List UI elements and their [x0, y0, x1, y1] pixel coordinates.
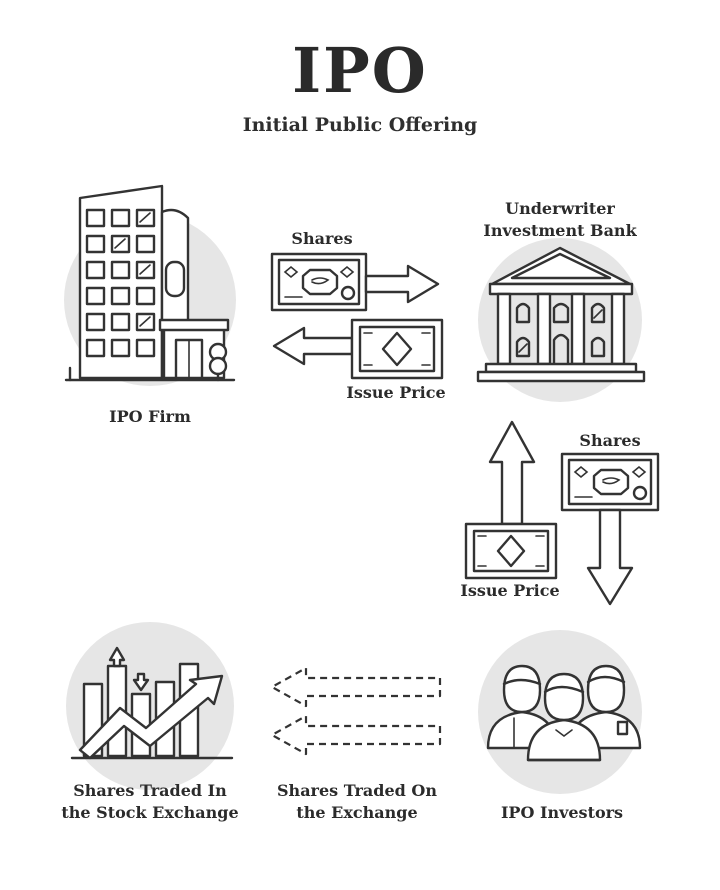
- shares-arrow-down: [586, 508, 634, 606]
- traded-on-label-line2: the Exchange: [296, 803, 418, 822]
- stock-exchange-label-line1: Shares Traded In: [73, 781, 227, 800]
- ipo-investors-people-icon: [478, 630, 642, 794]
- issue-price-arrow-up: [488, 420, 536, 526]
- shares-top-label: Shares: [291, 229, 353, 248]
- diagram-subtitle: Initial Public Offering: [242, 114, 478, 136]
- underwriter-bank-icon: [476, 238, 646, 402]
- issue-price-banknote-right-icon: [464, 522, 558, 580]
- issue-price-banknote-top-icon: [350, 318, 444, 380]
- underwriter-label-line1: Underwriter: [505, 199, 615, 218]
- diagram-title: IPO: [292, 34, 428, 107]
- issue-price-arrow-left: [272, 326, 354, 366]
- shares-arrow-right: [364, 264, 440, 304]
- traded-on-label-line1: Shares Traded On: [277, 781, 437, 800]
- stock-exchange-label-line2: the Stock Exchange: [61, 803, 239, 822]
- issue-price-top-label: Issue Price: [346, 383, 446, 402]
- shares-certificate-top-icon: [270, 252, 368, 312]
- shares-right-label: Shares: [579, 431, 641, 450]
- issue-price-right-label: Issue Price: [460, 581, 560, 600]
- traded-arrow-lower: [270, 714, 442, 756]
- traded-arrow-upper: [270, 666, 442, 708]
- ipo-firm-building-icon: [64, 184, 236, 386]
- ipo-firm-label: IPO Firm: [109, 407, 191, 426]
- underwriter-label-line2: Investment Bank: [483, 221, 637, 240]
- stock-exchange-chart-icon: [66, 622, 234, 790]
- ipo-investors-label: IPO Investors: [500, 803, 624, 822]
- shares-certificate-right-icon: [560, 452, 660, 512]
